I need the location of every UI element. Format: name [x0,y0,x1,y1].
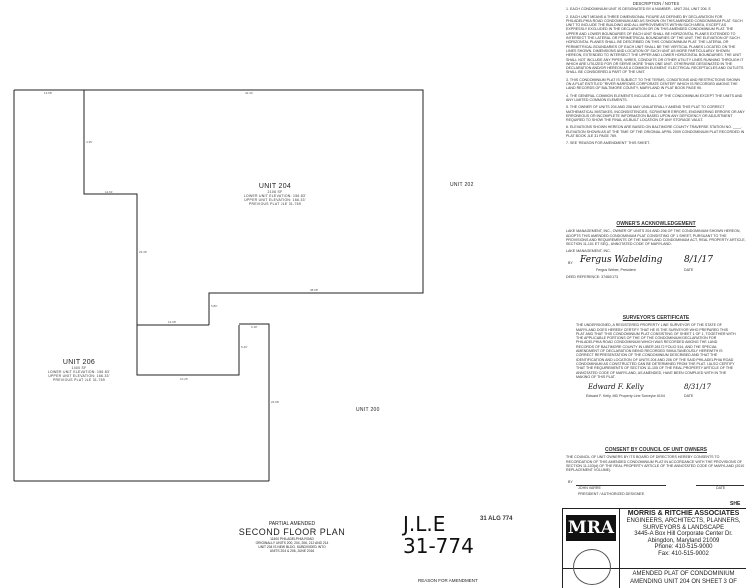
dimension-label: 10.26' [180,377,189,381]
note-item: 2. EACH UNIT MEANS A THREE DIMENSIONAL F… [566,14,744,75]
dimension-label: 6.18' [251,325,258,329]
council-role: PRESIDENT / AUTHORIZED DESIGNEE [578,492,645,497]
dimension-label: 38.08' [310,288,319,292]
unit-note: PREVIOUS PLAT JLE 31-769 [248,202,302,206]
mra-logo: MRA [566,515,616,541]
dimension-label: 12.61' [105,190,114,194]
unit-206-label: UNIT 206 1400 SF LOWER UNIT ELEVATION: 1… [39,359,119,382]
note-item: 6. ELEVATIONS SHOWN HEREON ARE BASED ON … [566,125,745,139]
plan-detail: ORIGINALLY UNITS 200, 204, 206, 212 AND … [255,541,329,545]
dimension-label: 5.80' [211,304,218,308]
unit-name: UNIT 204 [258,183,292,190]
note-item: 4. THE GENERAL COMMON ELEMENTS INCLUDE A… [566,93,743,102]
note-item: 1. EACH CONDOMINIUM UNIT IS DESIGNATED B… [566,7,711,12]
owner-signature: Fergus Wabelding [580,254,663,265]
unit-area: 1400 SF [71,366,87,370]
by-label: BY [568,260,573,265]
handwritten-reference: J.L.E 31-774 [403,513,474,557]
plan-detail: UNIT 204 IS NEW BLDG. SUBDIVIDED INTO [258,545,326,549]
surveyor-sign-date: 8/31/17 [684,383,711,392]
note-item: 3. THIS CONDOMINIUM PLAT IS SUBJECT TO T… [566,77,740,91]
title-block: MRA MORRIS & RITCHIE ASSOCIATES ENGINEER… [562,508,746,588]
sheet-label: SHE [730,501,741,507]
dimension-label: 4.35' [86,140,93,144]
unit-204-label: UNIT 204 2106 SF LOWER UNIT ELEVATION: 1… [235,183,315,206]
reason-for-amendment: REASON FOR AMENDMENT [418,578,478,583]
company-fax: Fax: 410-515-9002 [658,550,709,557]
unit-note: UPPER UNIT ELEVATION: 166.33' [244,198,306,202]
dimension-label: 24.68' [271,400,280,404]
owners-heading: OWNER'S ACKNOWLEDGEMENT [616,221,696,227]
unit-name: UNIT 206 [62,359,96,366]
owners-acknowledgement: OWNER'S ACKNOWLEDGEMENT LAKE MANAGEMENT,… [566,221,746,279]
dimension-label: 13.68' [44,91,53,95]
unit-note: LOWER UNIT ELEVATION: 156.83' [243,194,307,198]
note-item: 5. THE OWNER OF UNITS 204 AND 206 MAY UN… [566,105,745,123]
plan-title-line1: PARTIAL AMENDED [268,521,316,527]
floor-plan-drawing [13,89,424,482]
owner-sign-date: 8/1/17 [684,254,713,265]
recording-stamp: 31 ALG 774 [480,516,513,522]
dimension-label: 42.34' [245,91,254,95]
plat-title: AMENDING UNIT 204 ON SHEET 3 OF [630,579,737,585]
unit-note: PREVIOUS PLAT JLE 31-769 [52,378,106,382]
unit-200-boundary [239,323,270,481]
council-text: THE COUNCIL OF UNIT OWNERS BY ITS BOARD … [566,455,745,473]
council-heading: CONSENT BY COUNCIL OF UNIT OWNERS [604,447,708,453]
owners-company: LAKE MANAGEMENT, INC. [566,249,611,254]
company-services: ENGINEERS, ARCHITECTS, PLANNERS, SURVEYO… [626,518,741,531]
surveyor-heading: SURVEYOR'S CERTIFICATE [622,315,690,321]
date-label: DATE [684,267,694,272]
surveyor-seal [573,549,611,585]
surveyor-signature: Edward F. Kelly [588,383,644,392]
note-item: 7. SEE 'REASON FOR AMENDMENT' THIS SHEET… [566,141,650,146]
deed-reference: DEED REFERENCE: 37460/173 [566,274,619,279]
unit-note: UPPER UNIT ELEVATION: 166.33' [48,374,110,378]
dimension-label: 12.68' [168,320,177,324]
council-consent: CONSENT BY COUNCIL OF UNIT OWNERS THE CO… [566,447,746,497]
surveyor-text: THE UNDERSIGNED, A REGISTERED PROPERTY L… [576,323,736,379]
handwriting-line1: J.L.E [403,512,446,536]
plan-title: PARTIAL AMENDED SECOND FLOOR PLAN 11400 … [232,521,352,553]
plan-detail: UNITS 204 & 206, JUNE 2016 [269,549,315,553]
owners-text: LAKE MANAGEMENT, INC., OWNER OF UNITS 20… [566,229,746,247]
unit-200-label: UNIT 200 [356,407,380,413]
company-address: Abingdon, Maryland 21009 [647,537,720,544]
council-signer: JOHN VARRE [578,486,601,491]
surveyors-certificate: SURVEYOR'S CERTIFICATE THE UNDERSIGNED, … [566,315,746,399]
surveyor-signer: Edward F. Kelly, MD Property Line Survey… [586,394,665,399]
company-phone: Phone: 410-515-9000 [654,544,713,550]
company-name: MORRIS & RITCHIE ASSOCIATES [627,510,740,517]
unit-area: 2106 SF [267,190,283,194]
outer-boundary [14,89,424,325]
date-label: DATE [716,486,726,491]
unit-note: LOWER UNIT ELEVATION: 156.83' [47,370,111,374]
notes-heading: DESCRIPTION / NOTES [632,1,680,6]
plan-detail: 11400 PHILADELPHIA ROAD [270,537,314,541]
owner-signer: Fergus Weber, President [596,267,636,272]
inner-box [136,325,240,376]
dimension-label: 23.36' [139,250,148,254]
date-label: DATE [684,394,694,399]
dimension-label: 5.40' [241,345,248,349]
notes-section: DESCRIPTION / NOTES 1. EACH CONDOMINIUM … [566,1,746,149]
unit-204-left-wall [83,90,209,326]
handwriting-line2: 31-774 [403,534,474,558]
plat-title: AMENDED PLAT OF CONDOMINIUM [632,571,735,577]
by-label: BY [568,480,573,485]
unit-202-label: UNIT 202 [450,182,474,188]
company-address: 3445-A Box Hill Corporate Center Dr. [634,531,733,537]
plan-title-line2: SECOND FLOOR PLAN [238,527,346,537]
